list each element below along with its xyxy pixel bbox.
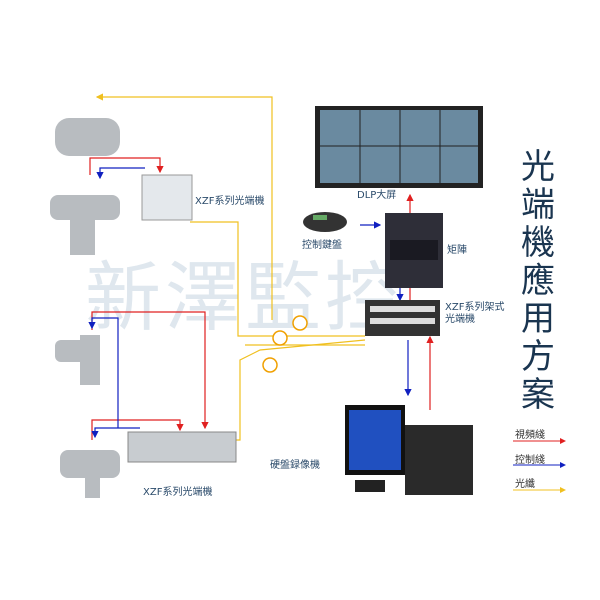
- label-xzf-top: XZF系列光端機: [195, 196, 265, 207]
- watermark: 新澤監控: [85, 253, 405, 342]
- legend-fiber: 光纖: [515, 479, 535, 490]
- label-keyboard: 控制鍵盤: [302, 240, 342, 251]
- fiber-connector-icon: [262, 315, 308, 373]
- xzf-transceiver-bottom: [127, 431, 237, 463]
- label-dvr: 硬盤録像機: [270, 460, 320, 471]
- control-keyboard: [303, 212, 347, 232]
- legend-control: 控制綫: [515, 455, 545, 466]
- legend-video: 視頻綫: [515, 430, 545, 441]
- xzf-transceiver-top: [141, 174, 193, 221]
- page-title: 光端機應用方案: [521, 147, 555, 415]
- label-dlp: DLP大屏: [357, 190, 397, 201]
- cameras: [50, 118, 120, 498]
- fiber-lines: [95, 93, 366, 441]
- control-lines: [88, 167, 412, 439]
- label-xzf-bottom: XZF系列光端機: [143, 487, 213, 498]
- dvr-device: [345, 405, 473, 495]
- matrix-device: [385, 213, 443, 288]
- dlp-screen: [315, 106, 483, 188]
- label-rack: XZF系列架式光端機: [445, 302, 505, 325]
- rack-fiber-transceiver: [365, 300, 440, 336]
- label-matrix: 矩陣: [447, 245, 467, 256]
